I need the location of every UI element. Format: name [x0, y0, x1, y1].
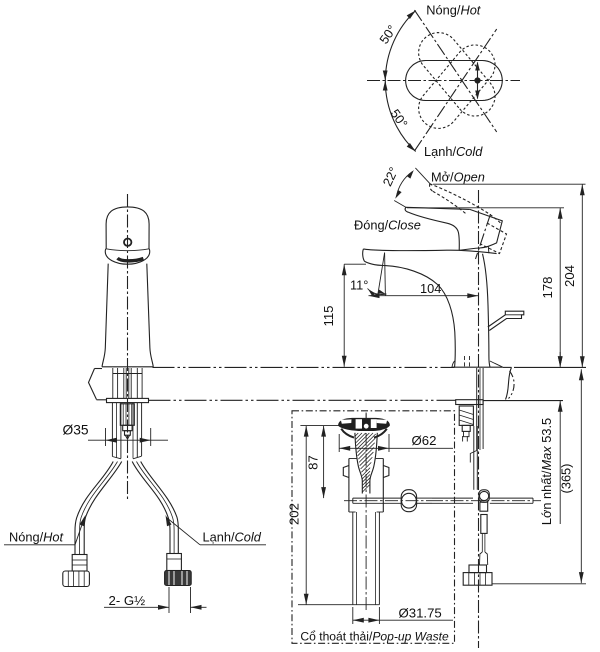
- svg-text:2- G½: 2- G½: [109, 593, 146, 608]
- svg-text:202: 202: [287, 503, 302, 525]
- svg-text:11°: 11°: [350, 278, 368, 293]
- svg-text:Ø35: Ø35: [63, 422, 89, 437]
- svg-text:204: 204: [562, 265, 577, 287]
- svg-text:Lớn nhất/Max 53.5: Lớn nhất/Max 53.5: [539, 418, 554, 525]
- svg-text:178: 178: [540, 276, 555, 298]
- svg-text:104: 104: [420, 281, 441, 296]
- svg-text:Lạnh/Cold: Lạnh/Cold: [203, 530, 262, 545]
- svg-text:22°: 22°: [380, 165, 402, 189]
- svg-text:Nóng/Hot: Nóng/Hot: [9, 530, 64, 545]
- svg-text:Cổ thoát thải/Pop-up Waste: Cổ thoát thải/Pop-up Waste: [300, 630, 449, 644]
- svg-text:87: 87: [305, 455, 320, 470]
- svg-text:Ø62: Ø62: [412, 433, 437, 448]
- svg-text:115: 115: [321, 305, 336, 326]
- svg-text:Lạnh/Cold: Lạnh/Cold: [424, 144, 483, 159]
- svg-text:Ø31.75: Ø31.75: [399, 605, 442, 620]
- svg-text:Đóng/Close: Đóng/Close: [354, 218, 421, 233]
- svg-text:(365): (365): [559, 464, 574, 494]
- svg-text:Nóng/Hot: Nóng/Hot: [426, 2, 481, 17]
- svg-text:Mở/Open: Mở/Open: [431, 170, 485, 185]
